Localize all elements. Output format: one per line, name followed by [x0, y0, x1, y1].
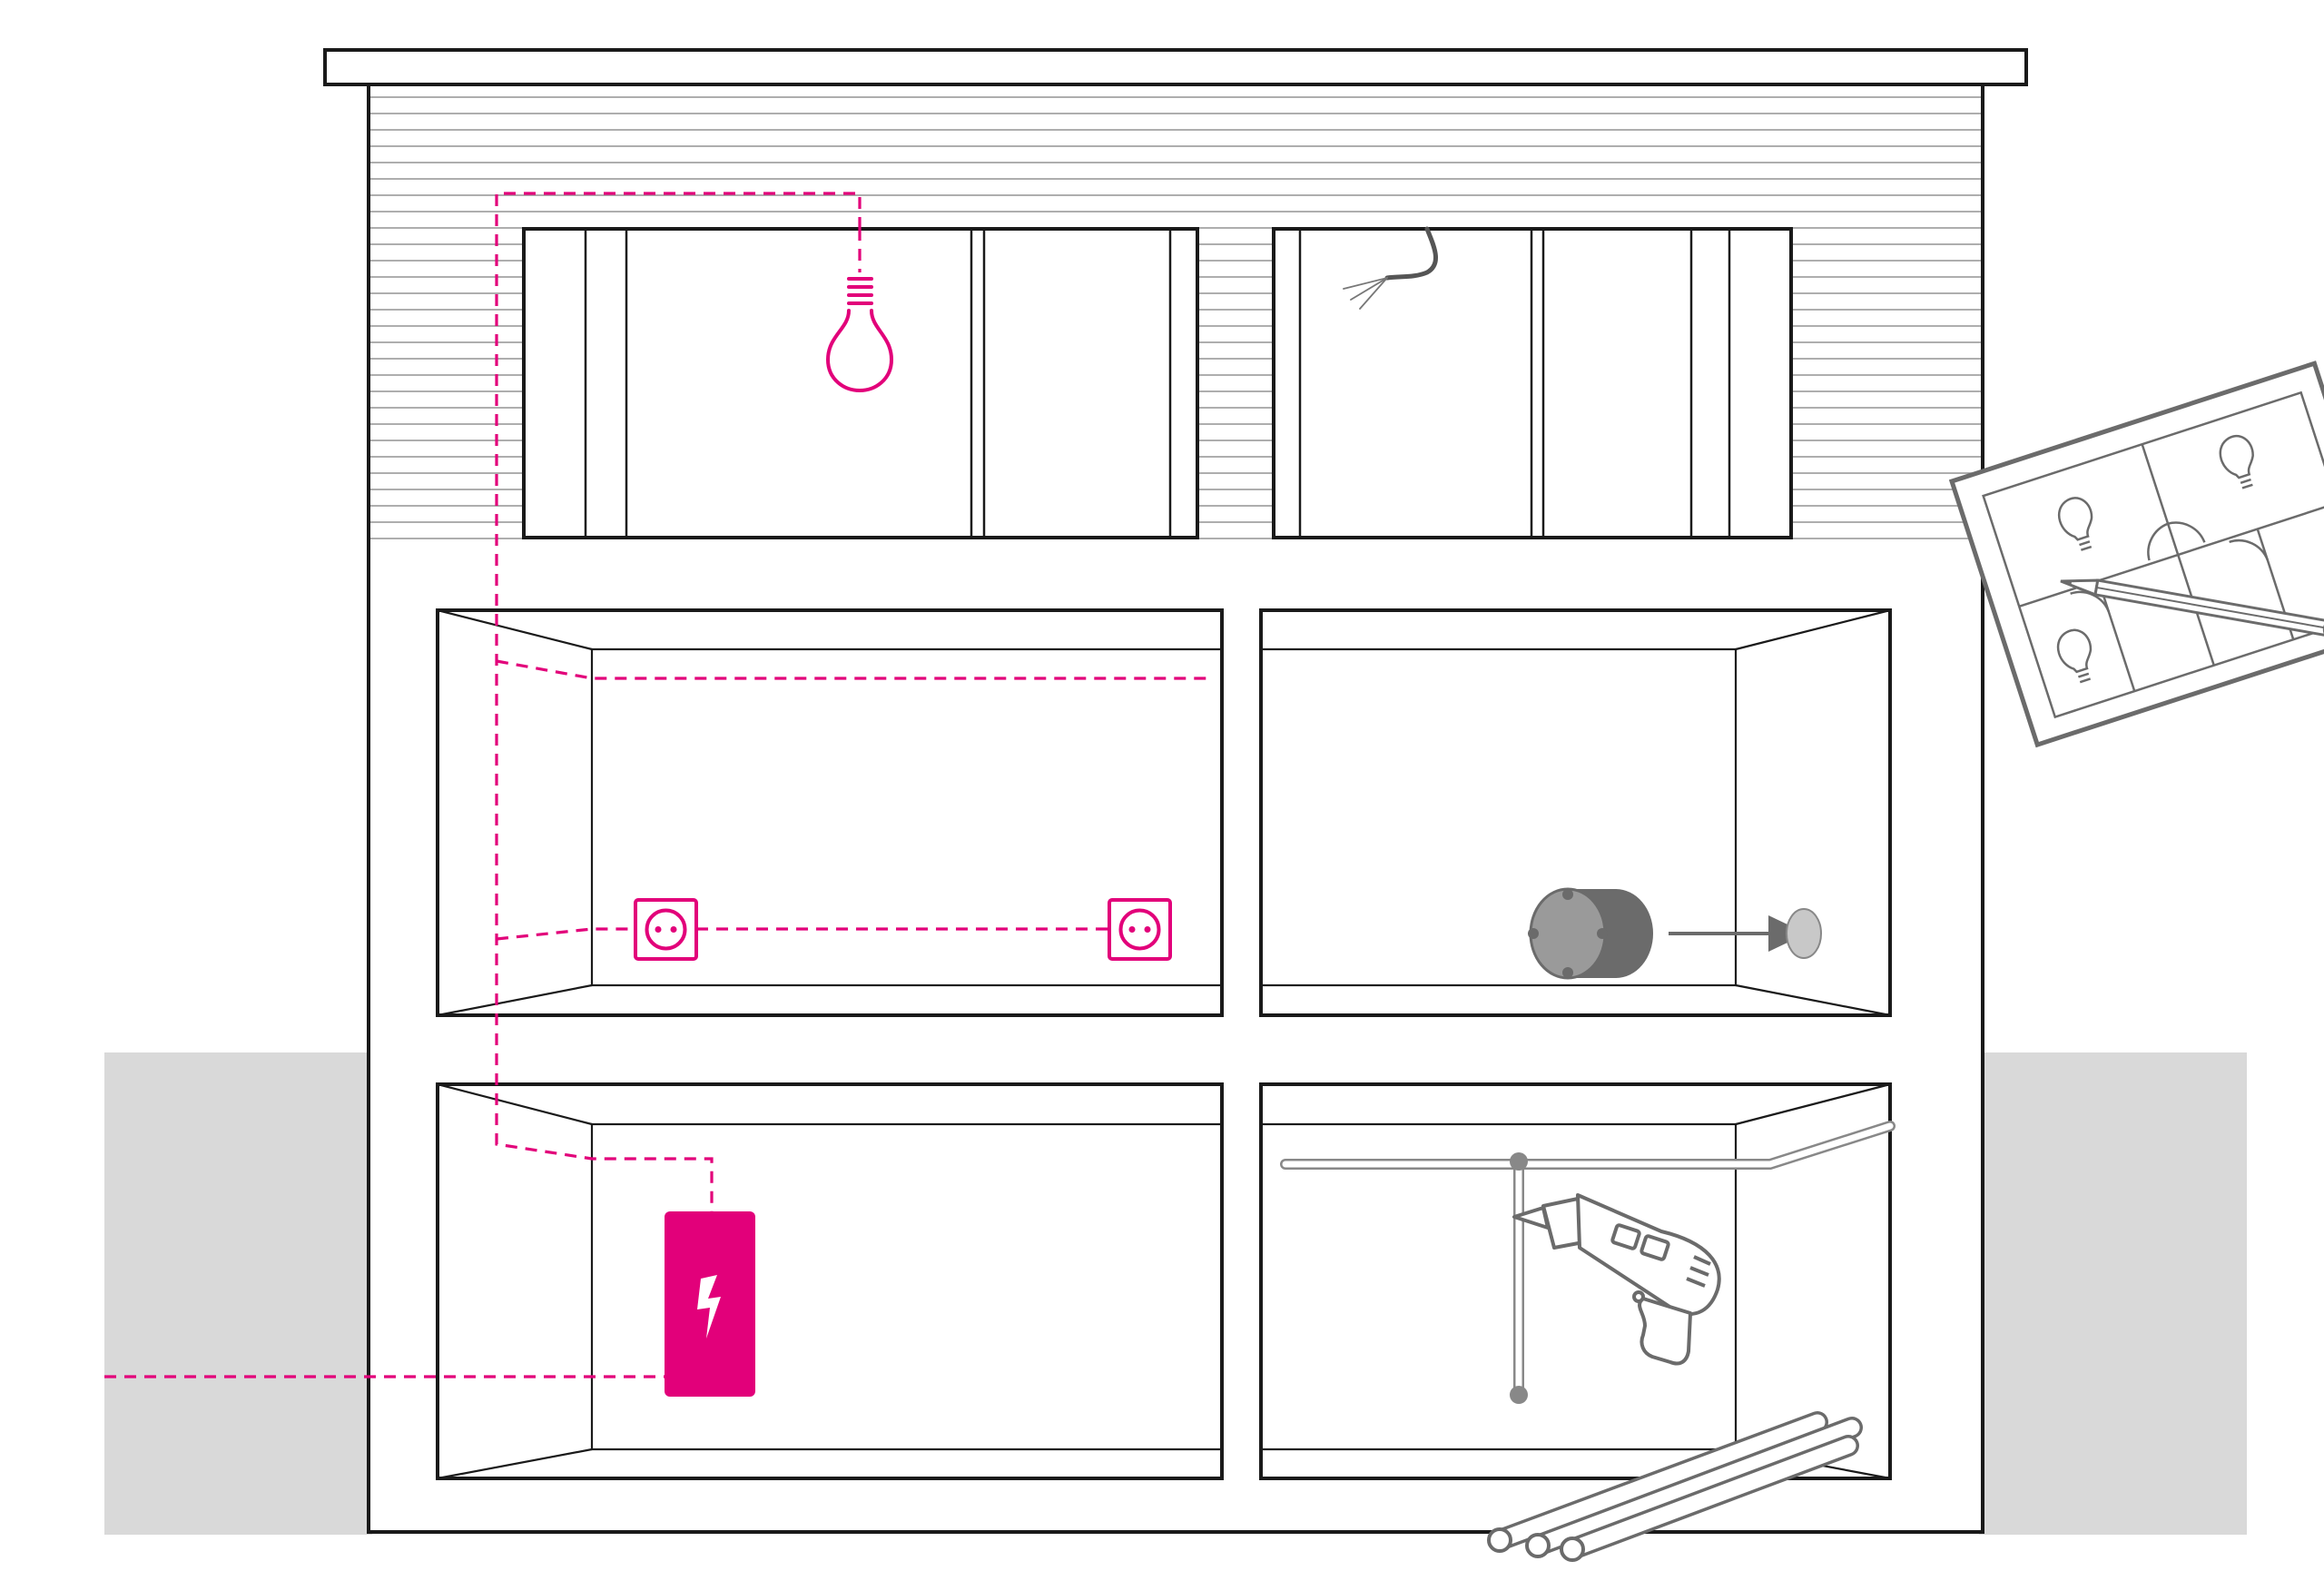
power-drill-icon — [1512, 1193, 1721, 1366]
flush-mounted-socket-box-icon — [1528, 887, 1653, 980]
plan-bulb-icon — [2057, 497, 2093, 551]
ground — [104, 1052, 2247, 1535]
conduit-pipes-icon — [1487, 1411, 1863, 1562]
wire-main-riser — [495, 192, 862, 1211]
ground-left — [104, 1052, 372, 1535]
wiring-dashed — [104, 192, 1213, 1378]
plan-bulb-icon — [2219, 434, 2254, 489]
pipe-junction — [1510, 1152, 1528, 1171]
wall-conduit-pipe-inner — [1282, 1122, 1894, 1397]
power-distribution-box-icon — [665, 1211, 755, 1397]
room-ground-right — [1259, 1082, 1892, 1480]
pencil-icon — [2060, 578, 2324, 637]
attic-room-left — [522, 227, 1199, 539]
floor-plan-icon — [1948, 361, 2324, 748]
wire-socket-line — [496, 927, 1109, 941]
plan-bulb-icon — [2056, 628, 2093, 684]
pipe-end — [1510, 1386, 1528, 1404]
attic-room-right — [1272, 227, 1793, 539]
power-socket-icon — [634, 898, 698, 961]
loose-cable-icon — [1343, 226, 1438, 310]
room-middle-left — [436, 608, 1224, 1017]
roof-cornice — [323, 48, 2028, 86]
wire-middle-ceiling — [496, 659, 1213, 680]
power-socket-icon — [1108, 898, 1172, 961]
ground-right — [1979, 1052, 2247, 1535]
room-ground-left — [436, 1082, 1224, 1480]
light-bulb-icon — [825, 277, 894, 393]
wall-cutout — [1786, 908, 1822, 959]
